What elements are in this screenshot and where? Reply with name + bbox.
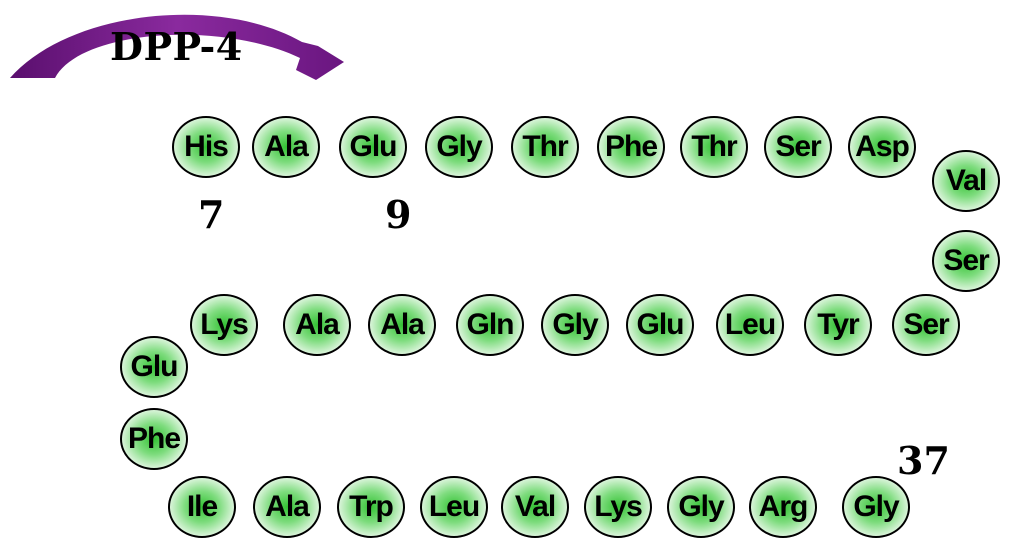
residue-ala-8: Ala <box>252 116 320 178</box>
residue-leu-20: Leu <box>716 294 784 356</box>
residue-his-7: His <box>172 116 240 178</box>
residue-thr-13: Thr <box>680 116 748 178</box>
cleavage-arrow-body <box>10 14 344 81</box>
residue-lys-26: Lys <box>190 294 258 356</box>
residue-gly-10: Gly <box>425 116 493 178</box>
residue-trp-31: Trp <box>337 476 405 538</box>
residue-gln-23: Gln <box>456 294 524 356</box>
residue-leu-32: Leu <box>420 476 488 538</box>
residue-arg-36: Arg <box>749 476 817 538</box>
residue-glu-21: Glu <box>626 294 694 356</box>
residue-ser-17: Ser <box>932 230 1000 292</box>
residue-thr-11: Thr <box>511 116 579 178</box>
residue-tyr-19: Tyr <box>804 294 872 356</box>
cleavage-arrow <box>10 14 344 81</box>
residue-gly-22: Gly <box>541 294 609 356</box>
residue-phe-12: Phe <box>597 116 665 178</box>
residue-ile-29: Ile <box>168 476 236 538</box>
residue-val-16: Val <box>932 150 1000 212</box>
position-label-9: 9 <box>385 192 412 237</box>
residue-ser-14: Ser <box>764 116 832 178</box>
residue-ala-24: Ala <box>368 294 436 356</box>
residue-glu-27: Glu <box>120 336 188 398</box>
residue-gly-35: Gly <box>667 476 735 538</box>
residue-lys-34: Lys <box>584 476 652 538</box>
residue-val-33: Val <box>501 476 569 538</box>
residue-ala-30: Ala <box>253 476 321 538</box>
dpp4-label: DPP-4 <box>110 24 243 69</box>
residue-gly-37: Gly <box>842 476 910 538</box>
position-label-37: 37 <box>897 438 950 483</box>
position-label-7: 7 <box>198 192 225 237</box>
residue-ala-25: Ala <box>283 294 351 356</box>
residue-asp-15: Asp <box>848 116 916 178</box>
residue-phe-28: Phe <box>120 408 188 470</box>
residue-glu-9: Glu <box>339 116 407 178</box>
residue-ser-18: Ser <box>892 294 960 356</box>
